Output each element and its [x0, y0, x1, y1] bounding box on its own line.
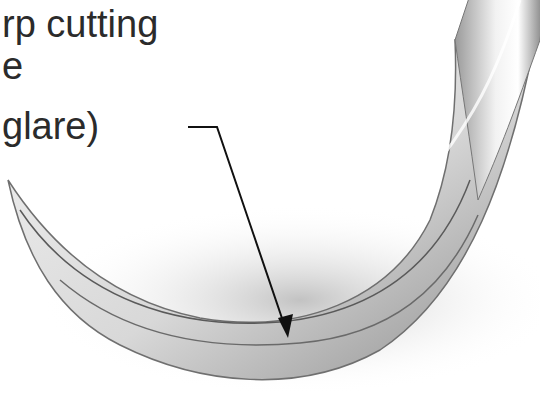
arrowhead: [278, 314, 293, 338]
highlight: [440, 0, 520, 160]
cutting-edge: [20, 180, 470, 323]
callout-label: rp cutting: [2, 2, 158, 46]
needle-shank: [455, 0, 540, 200]
leader-line: [188, 127, 286, 330]
needle-body: [8, 40, 535, 380]
callout-label: e: [2, 44, 23, 88]
callout-label: glare): [2, 104, 99, 148]
